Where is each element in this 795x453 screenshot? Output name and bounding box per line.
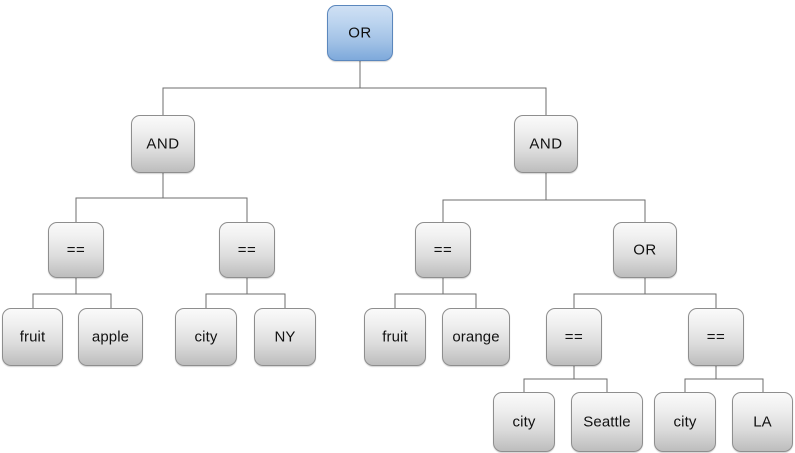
tree-node-n11[interactable]: fruit bbox=[364, 308, 426, 366]
tree-node-label: apple bbox=[91, 328, 130, 345]
tree-node-n6[interactable]: OR bbox=[613, 222, 677, 278]
tree-node-label: fruit bbox=[19, 328, 46, 345]
tree-node-n16[interactable]: Seattle bbox=[571, 392, 643, 452]
tree-node-label: orange bbox=[452, 328, 500, 345]
tree-node-n1[interactable]: AND bbox=[131, 115, 195, 173]
tree-node-n3[interactable]: == bbox=[48, 222, 104, 278]
tree-node-n13[interactable]: == bbox=[546, 308, 602, 366]
tree-node-n8[interactable]: apple bbox=[78, 308, 143, 366]
tree-edge-n0-n2 bbox=[359, 61, 547, 115]
tree-edge-n5-n12 bbox=[442, 278, 477, 308]
tree-node-n15[interactable]: city bbox=[493, 392, 555, 452]
tree-node-n14[interactable]: == bbox=[688, 308, 744, 366]
tree-node-n0[interactable]: OR bbox=[327, 5, 393, 61]
tree-node-label: LA bbox=[753, 413, 772, 430]
tree-node-n4[interactable]: == bbox=[219, 222, 275, 278]
tree-node-n17[interactable]: city bbox=[654, 392, 716, 452]
tree-edge-n2-n5 bbox=[442, 173, 547, 222]
tree-edge-n6-n13 bbox=[573, 278, 646, 308]
tree-node-label: == bbox=[706, 328, 726, 345]
tree-edge-n14-n18 bbox=[715, 366, 764, 392]
tree-node-n2[interactable]: AND bbox=[514, 115, 578, 173]
tree-edge-n13-n15 bbox=[523, 366, 575, 392]
tree-node-n10[interactable]: NY bbox=[254, 308, 316, 366]
tree-node-label: AND bbox=[529, 135, 563, 152]
tree-edge-n6-n14 bbox=[644, 278, 717, 308]
tree-node-label: fruit bbox=[382, 328, 408, 345]
tree-edge-n14-n17 bbox=[684, 366, 717, 392]
tree-node-label: == bbox=[66, 241, 86, 258]
tree-node-label: Seattle bbox=[583, 413, 631, 430]
tree-node-label: == bbox=[433, 241, 453, 258]
tree-node-n18[interactable]: LA bbox=[732, 392, 793, 452]
tree-edge-n13-n16 bbox=[573, 366, 608, 392]
tree-node-n7[interactable]: fruit bbox=[2, 308, 63, 366]
tree-edge-n4-n9 bbox=[205, 278, 248, 308]
tree-edge-n0-n1 bbox=[162, 61, 361, 115]
tree-node-n9[interactable]: city bbox=[175, 308, 237, 366]
tree-node-label: NY bbox=[274, 328, 296, 345]
tree-node-label: city bbox=[673, 413, 697, 430]
tree-edge-n2-n6 bbox=[545, 173, 646, 222]
tree-node-label: OR bbox=[348, 24, 372, 41]
tree-edge-n3-n7 bbox=[32, 278, 77, 308]
tree-edge-n1-n4 bbox=[162, 173, 248, 222]
tree-edge-n1-n3 bbox=[75, 173, 164, 222]
tree-node-label: == bbox=[564, 328, 584, 345]
tree-node-n12[interactable]: orange bbox=[442, 308, 510, 366]
tree-edge-n3-n8 bbox=[75, 278, 112, 308]
tree-edge-n5-n11 bbox=[394, 278, 444, 308]
tree-edge-n4-n10 bbox=[246, 278, 286, 308]
tree-node-label: OR bbox=[633, 241, 657, 258]
tree-node-label: == bbox=[237, 241, 257, 258]
tree-node-label: city bbox=[512, 413, 536, 430]
tree-node-n5[interactable]: == bbox=[415, 222, 471, 278]
tree-node-label: city bbox=[194, 328, 218, 345]
tree-node-label: AND bbox=[146, 135, 180, 152]
